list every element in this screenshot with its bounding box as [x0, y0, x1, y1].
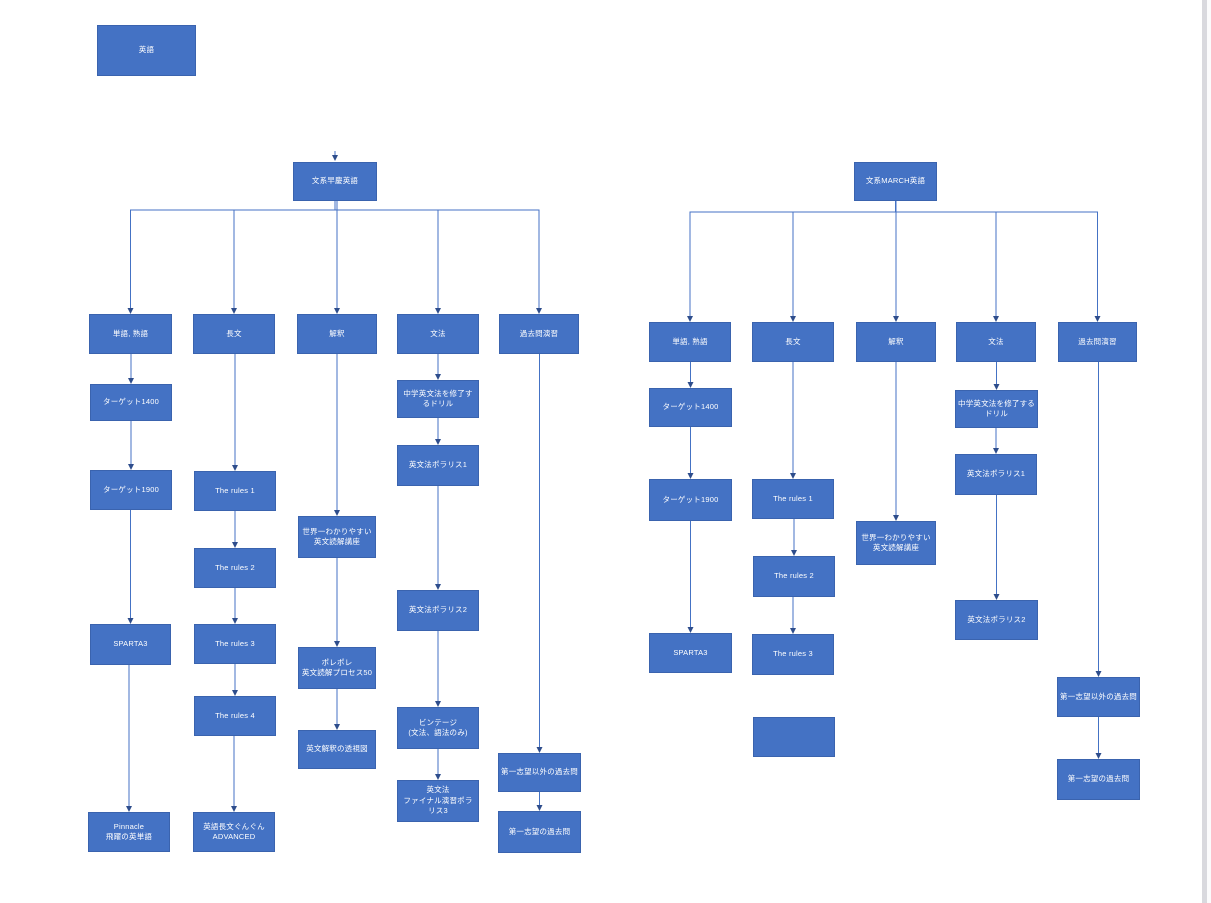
- node-r4b[interactable]: 英文法ポラリス1: [955, 454, 1037, 495]
- node-label: 世界一わかりやすい 英文読解講座: [861, 532, 931, 553]
- node-l3b[interactable]: ポレポレ 英文読解プロセス50: [298, 647, 376, 689]
- node-l5b[interactable]: 第一志望の過去問: [498, 811, 581, 853]
- node-l4d[interactable]: ビンテージ (文法、語法のみ): [397, 707, 479, 749]
- node-label: 過去問演習: [519, 328, 559, 338]
- node-l1c[interactable]: SPARTA3: [90, 624, 171, 665]
- node-r4c[interactable]: 英文法ポラリス2: [955, 600, 1038, 640]
- node-label: 中学英文法を修了するドリル: [403, 388, 473, 409]
- node-lh[interactable]: 文系早慶英語: [293, 162, 377, 201]
- node-lc5[interactable]: 過去問演習: [499, 314, 579, 354]
- node-l4e[interactable]: 英文法 ファイナル演習ポラリス3: [397, 780, 479, 822]
- node-l3c[interactable]: 英文解釈の透視図: [298, 730, 376, 769]
- node-label: ターゲット1900: [662, 494, 719, 504]
- node-label: 単語, 熟語: [672, 336, 708, 346]
- node-label: [792, 736, 796, 738]
- node-label: 長文: [785, 336, 801, 346]
- node-r5a[interactable]: 第一志望以外の過去問: [1057, 677, 1140, 717]
- node-label: 英語長文ぐんぐん ADVANCED: [203, 821, 265, 842]
- node-label: ターゲット1400: [662, 402, 719, 412]
- node-label: SPARTA3: [113, 639, 148, 649]
- node-rc1[interactable]: 単語, 熟語: [649, 322, 731, 362]
- node-label: 文法: [988, 336, 1004, 346]
- node-l1b[interactable]: ターゲット1900: [90, 470, 172, 510]
- node-label: SPARTA3: [673, 647, 708, 657]
- node-label: The rules 2: [215, 562, 255, 572]
- node-label: 英文解釈の透視図: [306, 744, 368, 754]
- node-label: 英語: [138, 45, 155, 55]
- node-label: ポレポレ 英文読解プロセス50: [301, 657, 373, 678]
- node-label: 単語, 熟語: [112, 328, 149, 338]
- node-rc3[interactable]: 解釈: [856, 322, 936, 362]
- node-rc2[interactable]: 長文: [752, 322, 834, 362]
- node-r2d[interactable]: [753, 717, 835, 757]
- node-lc4[interactable]: 文法: [397, 314, 479, 354]
- node-r3a[interactable]: 世界一わかりやすい 英文読解講座: [856, 521, 936, 565]
- node-eigo[interactable]: 英語: [97, 25, 196, 76]
- node-rc4[interactable]: 文法: [956, 322, 1036, 362]
- node-l3a[interactable]: 世界一わかりやすい 英文読解講座: [298, 516, 376, 558]
- node-l2e[interactable]: 英語長文ぐんぐん ADVANCED: [193, 812, 275, 852]
- node-label: ターゲット1400: [103, 397, 159, 407]
- node-label: 文法: [430, 328, 446, 338]
- node-label: 世界一わかりやすい 英文読解講座: [302, 526, 372, 547]
- node-label: Pinnacle 飛躍の英単語: [105, 821, 153, 842]
- node-label: The rules 4: [215, 710, 255, 720]
- node-label: 解釈: [888, 336, 904, 346]
- node-l5a[interactable]: 第一志望以外の過去問: [498, 753, 581, 792]
- node-label: ビンテージ (文法、語法のみ): [408, 717, 468, 738]
- node-rc5[interactable]: 過去問演習: [1058, 322, 1137, 362]
- node-label: 英文法ポラリス1: [966, 469, 1026, 479]
- page-edge-strip: [1202, 0, 1207, 903]
- node-l2c[interactable]: The rules 3: [194, 624, 276, 664]
- node-label: 英文法ポラリス1: [408, 460, 468, 470]
- node-label: 第一志望以外の過去問: [501, 767, 578, 777]
- node-r1b[interactable]: ターゲット1900: [649, 479, 732, 521]
- node-label: 第一志望の過去問: [508, 826, 571, 836]
- node-r1a[interactable]: ターゲット1400: [649, 388, 732, 427]
- node-l2d[interactable]: The rules 4: [194, 696, 276, 736]
- node-l2b[interactable]: The rules 2: [194, 548, 276, 588]
- node-l4c[interactable]: 英文法ポラリス2: [397, 590, 479, 631]
- node-label: 中学英文法を修了するドリル: [958, 398, 1035, 419]
- node-lc2[interactable]: 長文: [193, 314, 275, 354]
- node-label: The rules 3: [215, 638, 255, 648]
- node-label: 過去問演習: [1078, 336, 1117, 346]
- node-label: 解釈: [329, 328, 345, 338]
- node-r2a[interactable]: The rules 1: [752, 479, 834, 519]
- node-label: 第一志望以外の過去問: [1060, 691, 1137, 701]
- node-label: The rules 3: [773, 649, 813, 659]
- node-label: 英文法 ファイナル演習ポラリス3: [403, 785, 473, 816]
- node-label: 文系早慶英語: [311, 176, 359, 186]
- node-label: The rules 1: [215, 485, 255, 495]
- node-label: 第一志望の過去問: [1067, 774, 1130, 784]
- node-label: The rules 1: [773, 493, 813, 503]
- node-label: ターゲット1900: [103, 484, 159, 494]
- node-label: 英文法ポラリス2: [408, 605, 468, 615]
- node-l1d[interactable]: Pinnacle 飛躍の英単語: [88, 812, 170, 852]
- node-r2b[interactable]: The rules 2: [753, 556, 835, 597]
- node-rh[interactable]: 文系MARCH英語: [854, 162, 937, 201]
- node-lc1[interactable]: 単語, 熟語: [89, 314, 172, 354]
- node-l2a[interactable]: The rules 1: [194, 471, 276, 511]
- node-l4b[interactable]: 英文法ポラリス1: [397, 445, 479, 486]
- node-label: The rules 2: [774, 571, 814, 581]
- node-r4a[interactable]: 中学英文法を修了するドリル: [955, 390, 1038, 428]
- node-lc3[interactable]: 解釈: [297, 314, 377, 354]
- node-label: 長文: [226, 328, 242, 338]
- node-label: 英文法ポラリス2: [967, 614, 1026, 624]
- page-edge-outside: [1207, 0, 1211, 903]
- node-l1a[interactable]: ターゲット1400: [90, 384, 172, 421]
- node-r2c[interactable]: The rules 3: [752, 634, 834, 675]
- node-r1c[interactable]: SPARTA3: [649, 633, 732, 673]
- node-r5b[interactable]: 第一志望の過去問: [1057, 759, 1140, 800]
- node-l4a[interactable]: 中学英文法を修了するドリル: [397, 380, 479, 418]
- node-label: 文系MARCH英語: [865, 176, 926, 186]
